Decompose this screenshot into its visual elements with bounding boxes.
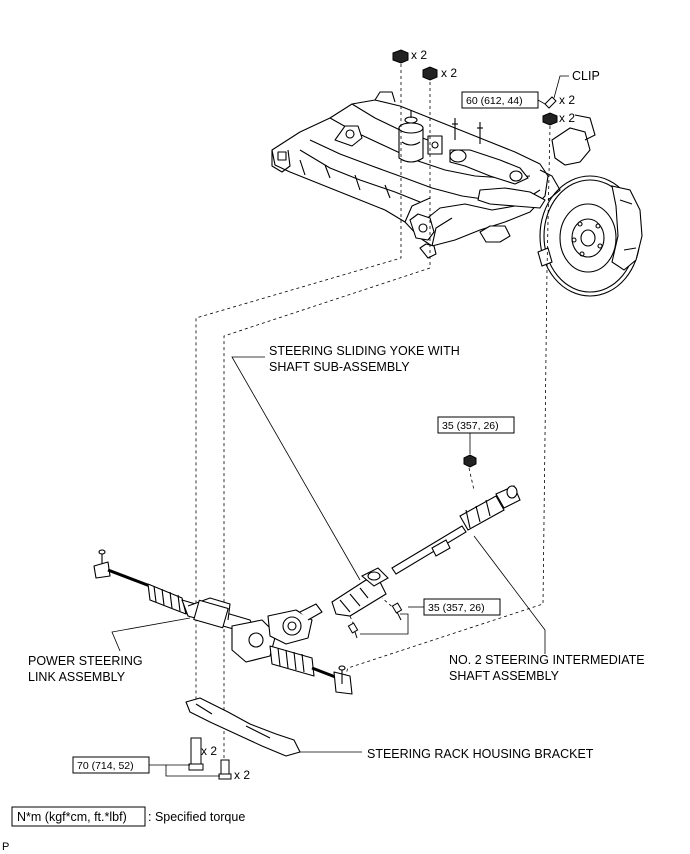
intermediate-label-2: SHAFT ASSEMBLY: [449, 669, 560, 683]
upper-nut-1-qty: x 2: [411, 48, 427, 62]
suspension-crossmember: [271, 91, 549, 259]
yoke-bolt-icon: [347, 602, 403, 639]
sliding-yoke-part: [331, 567, 389, 617]
power-steering-label-1: POWER STEERING: [28, 654, 143, 668]
legend-desc: : Specified torque: [148, 810, 245, 824]
torque-box-yoke: 35 (357, 26): [423, 598, 501, 616]
bracket-bolt-2-icon: [218, 759, 232, 780]
intermediate-leader: [473, 535, 546, 654]
sliding-yoke-label-1: STEERING SLIDING YOKE WITH: [269, 344, 460, 358]
intermediate-label-1: NO. 2 STEERING INTERMEDIATE: [449, 653, 645, 667]
rack-bracket-label: STEERING RACK HOUSING BRACKET: [367, 747, 594, 761]
legend-unit: N*m (kgf*cm, ft.*lbf): [17, 810, 127, 824]
brake-disc-knuckle: [537, 114, 643, 297]
torque-box-knuckle: 60 (612, 44): [461, 91, 539, 109]
knuckle-nut-qty: x 2: [559, 111, 575, 125]
upper-nut-2-icon: [422, 66, 438, 81]
bracket-bolt-1-qty: x 2: [201, 744, 217, 758]
power-steering-leader: [111, 617, 191, 652]
knuckle-nut-icon: [542, 112, 558, 126]
intermediate-bolt-icon: [463, 454, 477, 468]
svg-text:60 (612, 44): 60 (612, 44): [466, 95, 523, 107]
clip-qty: x 2: [559, 93, 575, 107]
intermediate-shaft-part: [391, 485, 521, 575]
svg-text:35 (357, 26): 35 (357, 26): [442, 420, 499, 432]
power-steering-label-2: LINK ASSEMBLY: [28, 670, 126, 684]
clip-leader: [553, 75, 569, 99]
bracket-bolt-2-qty: x 2: [234, 768, 250, 782]
torque-box-intermediate: 35 (357, 26): [437, 416, 515, 434]
upper-nut-2-qty: x 2: [441, 66, 457, 80]
upper-nut-1-icon: [392, 49, 409, 64]
power-steering-rack: [93, 549, 353, 695]
clip-icon: [544, 96, 557, 109]
svg-text:70 (714, 52): 70 (714, 52): [77, 760, 134, 772]
torque-legend: N*m (kgf*cm, ft.*lbf) : Specified torque: [11, 806, 245, 827]
corner-mark: P: [2, 841, 9, 853]
clip-label: CLIP: [572, 69, 600, 83]
bracket-bolt-1-icon: [188, 737, 204, 771]
sliding-yoke-leader: [231, 356, 361, 581]
svg-text:35 (357, 26): 35 (357, 26): [428, 602, 485, 614]
torque-box-bracket: 70 (714, 52): [72, 756, 150, 774]
sliding-yoke-label-2: SHAFT SUB-ASSEMBLY: [269, 360, 410, 374]
